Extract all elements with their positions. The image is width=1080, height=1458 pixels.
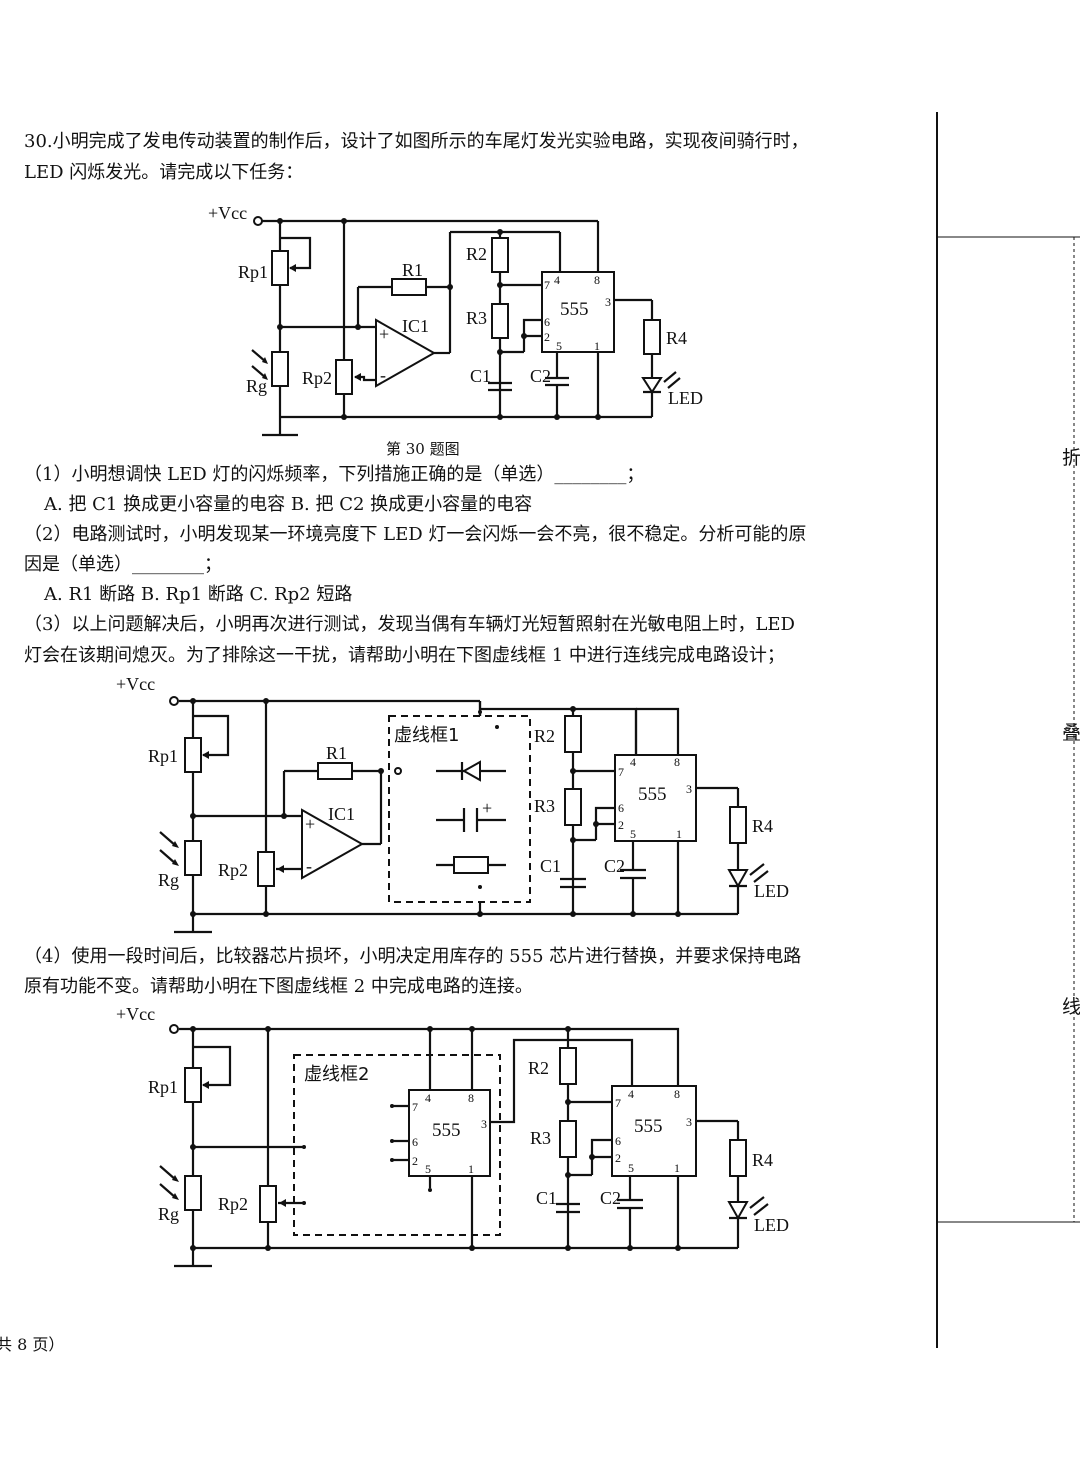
pin-6: 6 [618,801,624,815]
pin-8: 8 [468,1091,474,1105]
rp1-label: Rp1 [148,746,178,766]
figure-caption: 第 30 题图 [386,440,460,458]
pin-2: 2 [615,1151,621,1165]
led-label: LED [754,881,789,901]
chip-555-label: 555 [638,784,667,805]
pin-8: 8 [594,273,600,287]
pin-7: 7 [618,765,624,779]
led-label: LED [668,388,703,408]
r1-label: R1 [402,260,423,280]
pin-4: 4 [554,273,560,287]
capacitor-plus: + [482,798,492,818]
chip-555-label: 555 [560,299,589,320]
pin-2: 2 [544,330,550,344]
subquestion-3-line2: 灯会在该期间熄灭。为了排除这一干扰，请帮助小明在下图虚线框 1 中进行连线完成电… [24,645,785,666]
r2-label: R2 [528,1058,549,1078]
subquestion-1-options: A. 把 C1 换成更小容量的电容 B. 把 C2 换成更小容量的电容 [44,494,533,515]
vcc-label: +Vcc [208,203,247,223]
rg-label: Rg [158,1204,179,1224]
rg-label: Rg [158,870,179,890]
led-label: LED [754,1215,789,1235]
subquestion-4-line2: 原有功能不变。请帮助小明在下图虚线框 2 中完成电路的连接。 [24,976,533,997]
pin-1: 1 [674,1161,680,1175]
rp2-label: Rp2 [302,368,332,388]
pin-7: 7 [544,278,550,292]
r3-label: R3 [466,308,487,328]
circuit-diagram-3: +Vcc Rp1 Rg Rp2 虚线框2 555 7 4 8 3 6 2 5 1… [116,1004,789,1268]
r1-label: R1 [326,743,347,763]
pin-1: 1 [468,1162,474,1176]
c1-label: C1 [540,856,561,876]
r4-label: R4 [752,816,773,836]
pin-3: 3 [686,1115,692,1129]
margin-stack-char: 叠 [1062,722,1080,744]
r4-label: R4 [666,328,687,348]
pin-2: 2 [618,818,624,832]
rg-label: Rg [246,376,267,396]
pin-3: 3 [686,782,692,796]
subquestion-2-line1: （2）电路测试时，小明发现某一环境亮度下 LED 灯一会闪烁一会不亮，很不稳定。… [24,524,807,545]
pin-3: 3 [605,295,611,309]
subquestion-2-options: A. R1 断路 B. Rp1 断路 C. Rp2 短路 [44,584,353,605]
r2-label: R2 [534,726,555,746]
pin-5: 5 [425,1162,431,1176]
subquestion-2-line2: 因是（单选）________； [24,554,222,575]
pin-1: 1 [594,339,600,353]
pin-8: 8 [674,755,680,769]
pin-6: 6 [615,1134,621,1148]
opamp-minus: - [380,365,386,385]
rp1-label: Rp1 [148,1077,178,1097]
pin-7: 7 [412,1100,418,1114]
pin-7: 7 [615,1096,621,1110]
ic1-label: IC1 [328,804,355,824]
pin-6: 6 [412,1135,418,1149]
c2-label: C2 [600,1188,621,1208]
question-intro-line2: LED 闪烁发光。请完成以下任务： [24,162,304,183]
r3-label: R3 [530,1128,551,1148]
opamp-minus: - [306,856,312,876]
pin-5: 5 [556,339,562,353]
page-footer: 共 8 页） [0,1335,65,1354]
rp2-label: Rp2 [218,860,248,880]
vcc-label: +Vcc [116,674,155,694]
pin-8: 8 [674,1087,680,1101]
subquestion-1: （1）小明想调快 LED 灯的闪烁频率，下列措施正确的是（单选）________… [24,464,645,485]
margin-line-char: 线 [1062,996,1080,1018]
chip-555-label: 555 [634,1116,663,1137]
vcc-label: +Vcc [116,1004,155,1024]
c1-label: C1 [470,366,491,386]
question-intro-line1: 30.小明完成了发电传动装置的制作后，设计了如图所示的车尾灯发光实验电路，实现夜… [24,131,809,152]
circuit-diagram-1: +Vcc Rp1 Rg Rp2 R1 IC1 + - R2 R3 C1 C2 R… [208,203,703,437]
pin-5: 5 [630,827,636,841]
r2-label: R2 [466,244,487,264]
ic1-label: IC1 [402,316,429,336]
pin-2: 2 [412,1154,418,1168]
pin-4: 4 [630,755,636,769]
pin-5: 5 [628,1161,634,1175]
pin-6: 6 [544,315,550,329]
c1-label: C1 [536,1188,557,1208]
dashed-box-1-label: 虚线框1 [394,725,459,746]
subquestion-4-line1: （4）使用一段时间后，比较器芯片损坏，小明决定用库存的 555 芯片进行替换，并… [24,946,802,967]
r4-label: R4 [752,1150,773,1170]
pin-3: 3 [481,1117,487,1131]
opamp-plus: + [379,324,389,344]
pin-4: 4 [425,1091,431,1105]
r3-label: R3 [534,796,555,816]
pin-1: 1 [676,827,682,841]
c2-label: C2 [530,366,551,386]
subquestion-3-line1: （3）以上问题解决后，小明再次进行测试，发现当偶有车辆灯光短暂照射在光敏电阻上时… [24,614,795,635]
chip-555-label: 555 [432,1120,461,1141]
rp1-label: Rp1 [238,262,268,282]
rp2-label: Rp2 [218,1194,248,1214]
opamp-plus: + [305,814,315,834]
pin-4: 4 [628,1087,634,1101]
dashed-box-2-label: 虚线框2 [304,1064,369,1085]
circuit-diagram-2: +Vcc Rp1 Rg Rp2 R1 IC1 + - 虚线框1 + R2 R3 … [116,674,789,934]
c2-label: C2 [604,856,625,876]
margin-fold-char: 折 [1062,447,1080,469]
